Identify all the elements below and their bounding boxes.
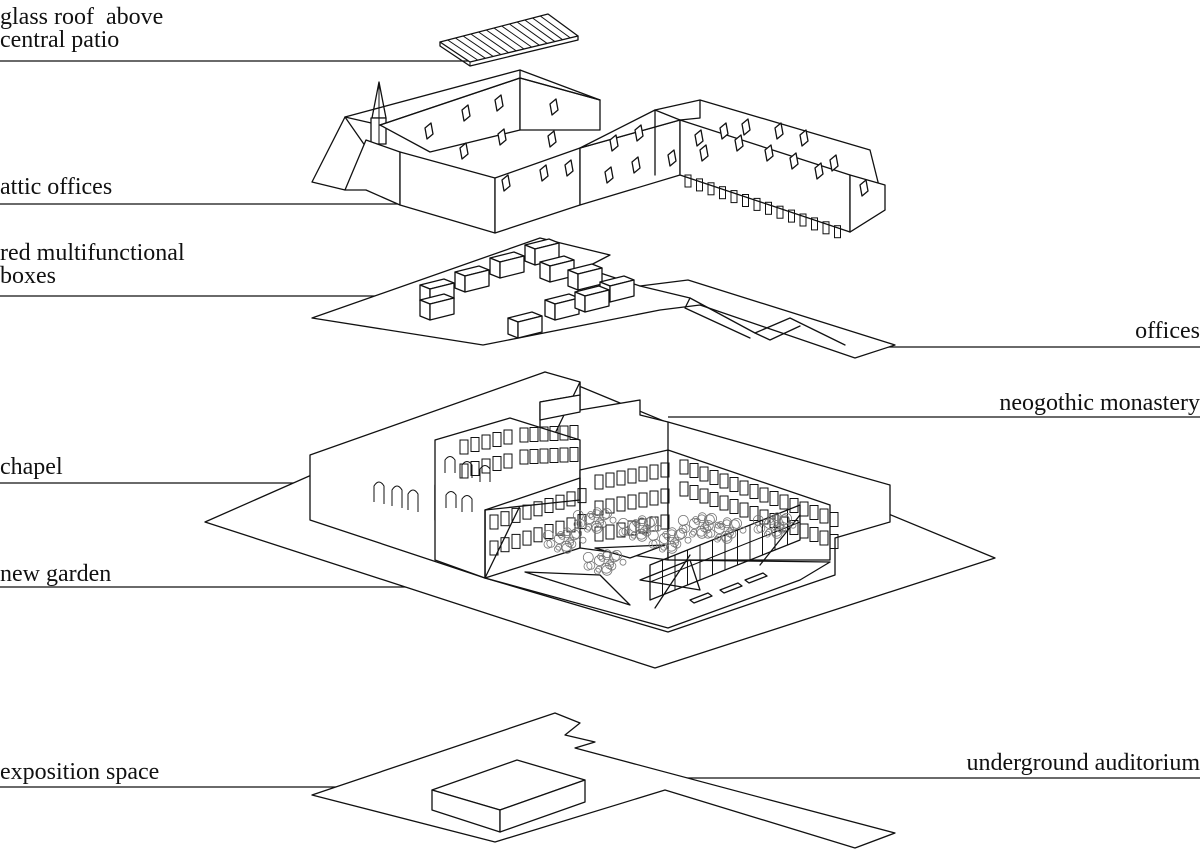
- attic-offices-drawing: [311, 69, 886, 239]
- monastery-level-drawing: [204, 371, 996, 669]
- label-chapel: chapel: [0, 454, 63, 480]
- label-attic-offices: attic offices: [0, 174, 113, 200]
- glass-roof-drawing: [439, 13, 579, 67]
- label-exposition-space: exposition space: [0, 759, 160, 785]
- label-underground-auditorium: underground auditorium: [966, 750, 1200, 776]
- label-glass-roof: glass roof above central patio: [0, 4, 164, 53]
- offices-floor-drawing: [311, 237, 896, 359]
- label-new-garden: new garden: [0, 561, 112, 587]
- label-offices: offices: [1135, 318, 1200, 344]
- label-neogothic-monastery: neogothic monastery: [999, 390, 1200, 416]
- label-red-multifunctional-boxes: red multifunctional boxes: [0, 240, 185, 289]
- leader-lines: [0, 60, 1200, 788]
- underground-level-drawing: [311, 712, 896, 849]
